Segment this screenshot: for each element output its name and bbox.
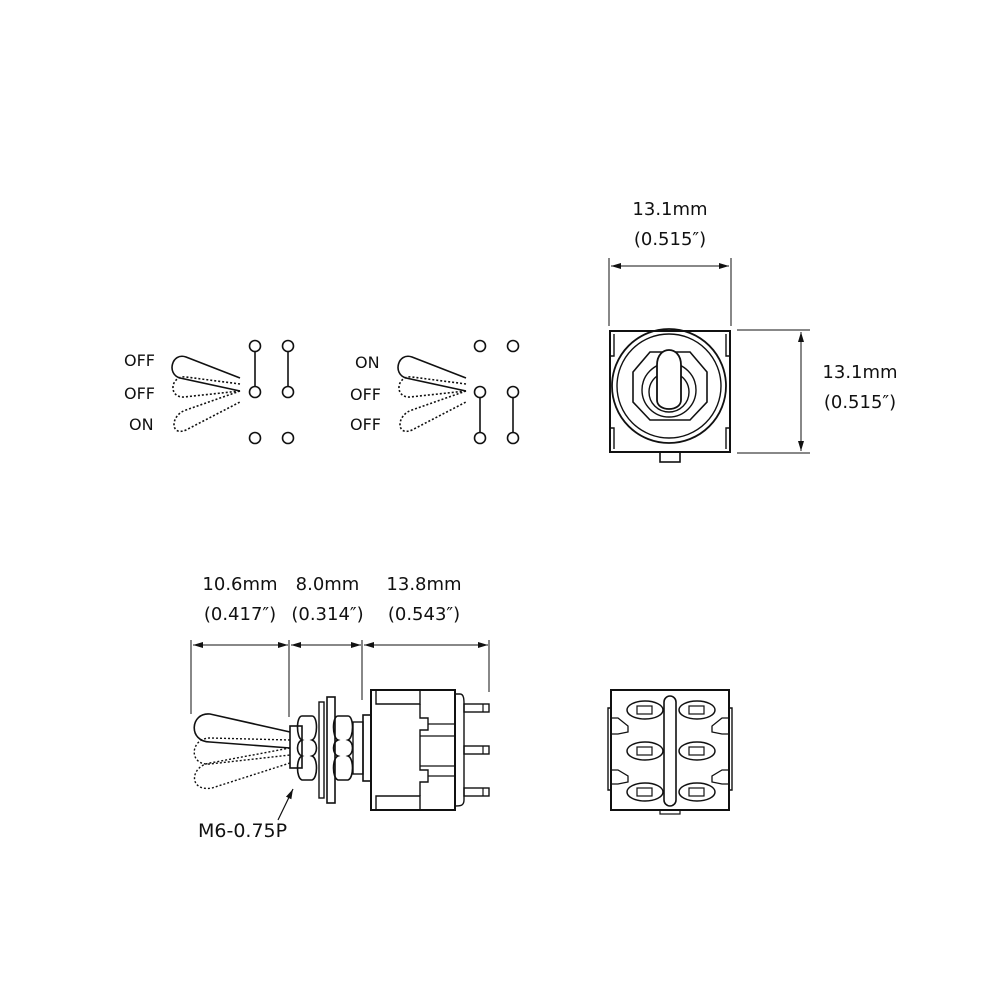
- bushing-length-dimension: 8.0mm (0.314″): [285, 570, 370, 630]
- front-view: [608, 258, 810, 463]
- right-position-1-label: ON: [355, 353, 380, 372]
- lever-length-in: (0.417″): [203, 604, 277, 625]
- left-position-2-label: OFF: [124, 384, 155, 403]
- lever-length-dimension: 10.6mm (0.417″): [190, 570, 290, 630]
- left-position-1-label: OFF: [124, 351, 155, 370]
- right-position-3-label: OFF: [350, 415, 381, 434]
- front-width-mm: 13.1mm: [632, 199, 708, 220]
- bottom-view: [607, 689, 733, 815]
- schematic-right: [397, 339, 520, 445]
- front-width-dimension: 13.1mm (0.515″): [610, 195, 730, 255]
- bushing-length-in: (0.314″): [291, 604, 364, 625]
- thread-spec-label: M6-0.75P: [198, 820, 288, 842]
- schematic-left: [171, 339, 295, 445]
- side-view: [190, 640, 490, 821]
- front-height-dimension: 13.1mm (0.515″): [810, 358, 910, 418]
- right-position-2-label: OFF: [350, 385, 381, 404]
- front-width-in: (0.515″): [633, 229, 707, 250]
- body-length-dimension: 13.8mm (0.543″): [374, 570, 474, 630]
- front-height-mm: 13.1mm: [822, 362, 898, 383]
- bushing-length-mm: 8.0mm: [295, 574, 360, 595]
- left-position-3-label: ON: [129, 415, 154, 434]
- lever-length-mm: 10.6mm: [202, 574, 278, 595]
- body-length-mm: 13.8mm: [386, 574, 462, 595]
- front-height-in: (0.515″): [823, 392, 897, 413]
- body-length-in: (0.543″): [387, 604, 461, 625]
